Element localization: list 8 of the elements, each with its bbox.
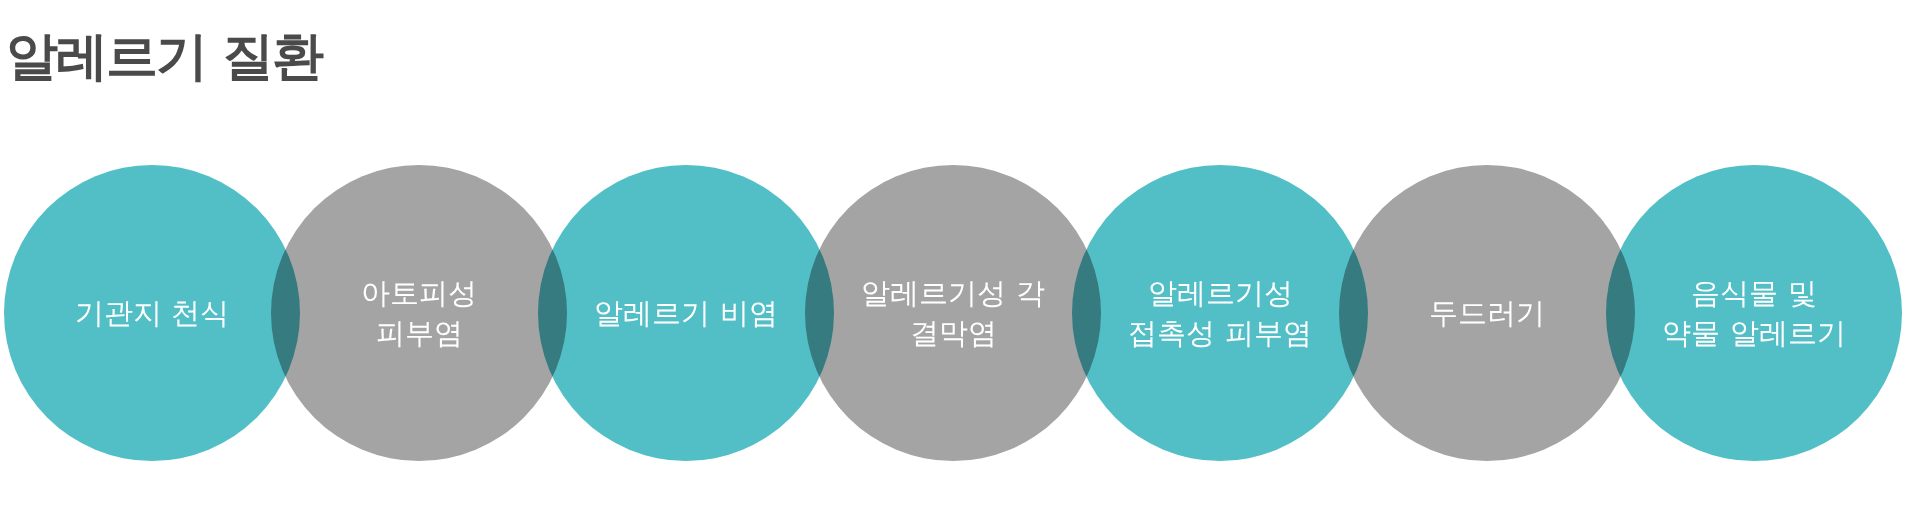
node-label: 음식물 및 약물 알레르기 (1661, 275, 1847, 352)
node-label: 기관지 천식 (73, 295, 231, 332)
node-label: 알레르기 비염 (593, 295, 779, 332)
node-label: 알레르기성 접촉성 피부염 (1127, 275, 1313, 352)
diagram-title: 알레르기 질환 (6, 25, 323, 88)
node-label: 두드러기 (1428, 295, 1546, 332)
node-label: 아토피성 피부염 (360, 275, 478, 352)
node-label: 알레르기성 각 결막염 (860, 275, 1046, 352)
